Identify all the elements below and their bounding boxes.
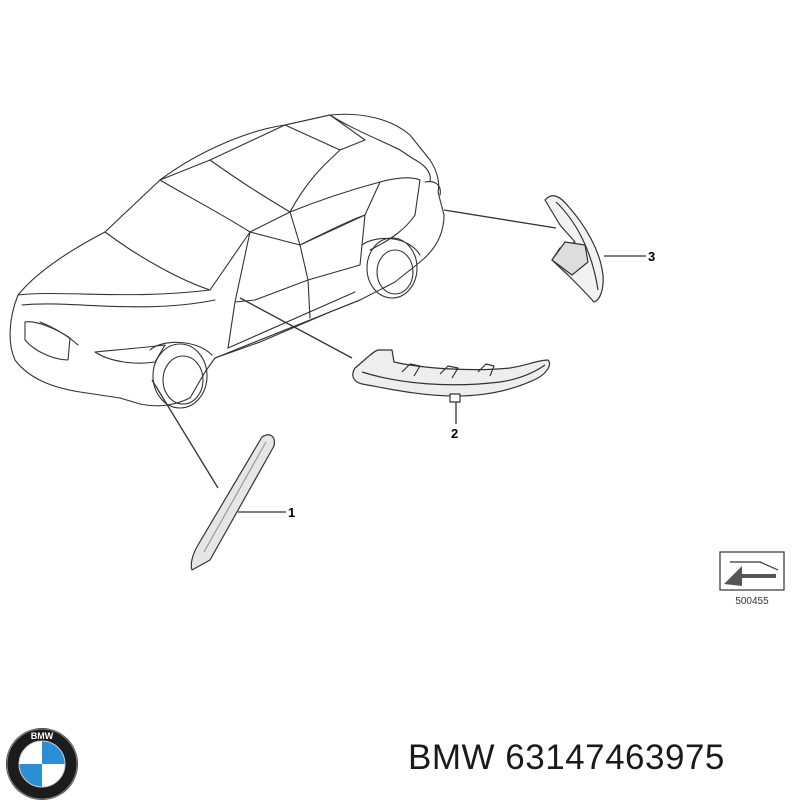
callout-number-2: 2 (451, 426, 459, 441)
part-2-mirror-indicator (352, 349, 551, 403)
reference-icon (719, 551, 785, 591)
leader-line-3 (443, 209, 557, 229)
car-outline (9, 113, 445, 409)
leader-lines (151, 209, 646, 513)
callout-number-1: 1 (288, 505, 296, 520)
bmw-logo-icon: BMW (6, 728, 78, 800)
part-number-caption: BMW 63147463975 (408, 738, 725, 777)
logo-letters: BMW (31, 731, 54, 741)
part-1-side-reflector (190, 434, 275, 571)
leader-line-1 (151, 379, 219, 489)
reference-code: 500455 (735, 596, 769, 607)
callout-number-3: 3 (648, 249, 656, 264)
part-3-rear-reflector (544, 195, 604, 303)
leader-line-2 (239, 297, 353, 359)
